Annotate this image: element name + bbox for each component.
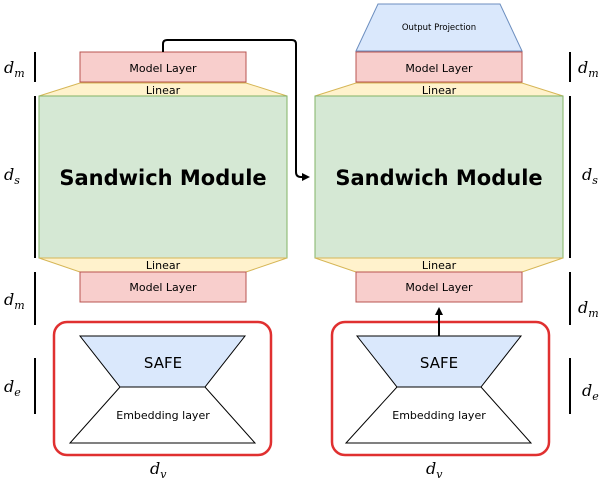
left-model-layer-bottom-label: Model Layer xyxy=(129,281,197,294)
left-dm-bottom-label: dm xyxy=(4,290,25,312)
connector-arrow-left-to-right xyxy=(162,39,310,181)
right-dm-bottom-label: dm xyxy=(578,298,599,320)
right-safe-label: SAFE xyxy=(420,354,458,372)
left-model-layer-top-label: Model Layer xyxy=(129,62,197,75)
left-de-label: de xyxy=(4,377,21,399)
right-linear-top-label: Linear xyxy=(422,84,457,97)
left-embedding-shape xyxy=(68,386,257,444)
right-dv-label: dv xyxy=(426,459,443,481)
right-ds-label: ds xyxy=(582,165,598,187)
right-embedding-label: Embedding layer xyxy=(392,409,486,422)
left-column: Model Layer Linear Sandwich Module Linea… xyxy=(38,51,288,457)
right-de-label: de xyxy=(582,381,599,403)
left-model-layer-bottom-box xyxy=(79,271,247,303)
left-dv-label: dv xyxy=(150,459,167,481)
left-highlight-frame xyxy=(52,320,273,457)
right-column: Output Projection Model Layer Linear San… xyxy=(314,3,564,457)
right-model-layer-top-box xyxy=(355,51,523,83)
left-model-layer-top-box xyxy=(79,51,247,83)
right-model-layer-bottom-box xyxy=(355,271,523,303)
right-dimension-markers: dm ds dm de dv xyxy=(426,52,599,481)
left-embedding-label: Embedding layer xyxy=(116,409,210,422)
left-safe-label: SAFE xyxy=(144,354,182,372)
right-highlight-frame xyxy=(330,320,551,457)
right-model-layer-bottom-label: Model Layer xyxy=(405,281,473,294)
left-linear-top-label: Linear xyxy=(146,84,181,97)
left-ds-label: ds xyxy=(4,165,20,187)
right-dm-top-label: dm xyxy=(578,58,599,80)
right-model-layer-top-label: Model Layer xyxy=(405,62,473,75)
right-embedding-shape xyxy=(344,386,533,444)
left-dm-top-label: dm xyxy=(4,58,25,80)
left-dimension-markers: dm ds dm de dv xyxy=(4,52,167,481)
left-linear-bottom-label: Linear xyxy=(146,259,181,272)
right-output-projection-label: Output Projection xyxy=(402,23,476,33)
left-sandwich-module-label: Sandwich Module xyxy=(59,166,266,190)
right-linear-bottom-label: Linear xyxy=(422,259,457,272)
right-output-projection-shape xyxy=(355,3,523,52)
right-sandwich-module-label: Sandwich Module xyxy=(335,166,542,190)
